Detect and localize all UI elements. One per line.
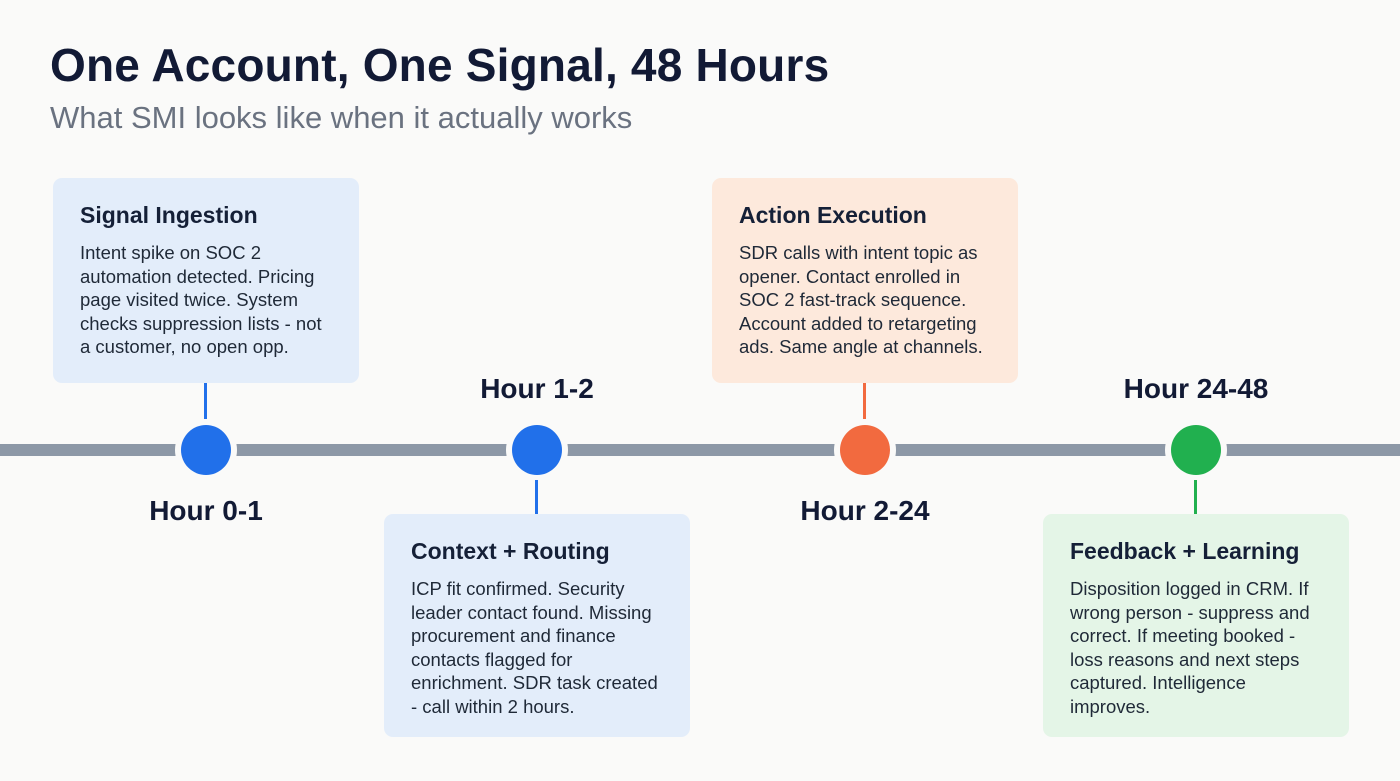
stage-card-body: Intent spike on SOC 2 automation detecte…: [80, 242, 322, 357]
timeline-axis: [0, 444, 1400, 456]
page-title: One Account, One Signal, 48 Hours: [50, 39, 830, 91]
timeline-node-hour-24-48: [1171, 425, 1221, 475]
stage-card-body: ICP fit confirmed. Security leader conta…: [411, 578, 658, 717]
hour-label-0-1: Hour 0-1: [149, 495, 263, 526]
stage-card-title: Action Execution: [739, 202, 927, 228]
stage-connector: [863, 383, 866, 419]
stage-connector: [1194, 480, 1197, 514]
stage-card-body: Disposition logged in CRM. If wrong pers…: [1070, 578, 1310, 717]
hour-label-2-24: Hour 2-24: [800, 495, 930, 526]
timeline-node-hour-0-1: [181, 425, 231, 475]
stage-card-title: Signal Ingestion: [80, 202, 258, 228]
stage-card-title: Context + Routing: [411, 538, 610, 564]
stage-card-body: SDR calls with intent topic as opener. C…: [739, 242, 983, 357]
timeline-node-hour-1-2: [512, 425, 562, 475]
stage-card-action-execution: Action Execution SDR calls with intent t…: [712, 178, 1018, 383]
stage-card-feedback-learning: Feedback + Learning Disposition logged i…: [1043, 514, 1349, 737]
timeline-node-hour-2-24: [840, 425, 890, 475]
stage-connector: [535, 480, 538, 514]
hour-label-1-2: Hour 1-2: [480, 373, 594, 404]
stage-card-title: Feedback + Learning: [1070, 538, 1300, 564]
stage-connector: [204, 383, 207, 419]
page-subtitle: What SMI looks like when it actually wor…: [50, 100, 633, 135]
stage-card-signal-ingestion: Signal Ingestion Intent spike on SOC 2 a…: [53, 178, 359, 383]
hour-label-24-48: Hour 24-48: [1123, 373, 1269, 404]
stage-card-context-routing: Context + Routing ICP fit confirmed. Sec…: [384, 514, 690, 737]
